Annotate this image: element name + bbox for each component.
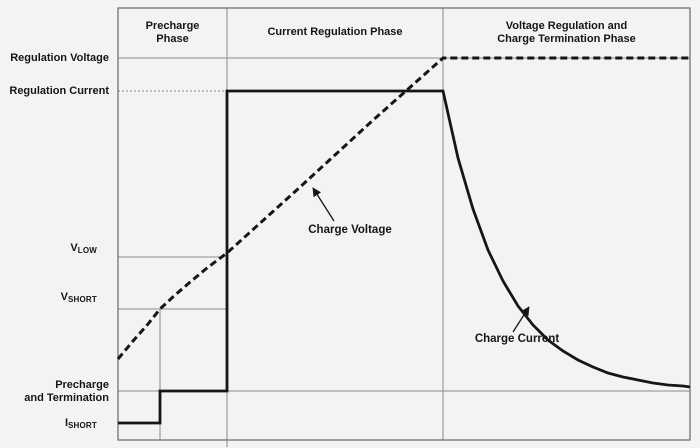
charge-current-arrow: [512, 306, 530, 333]
phase-header-precharge-text: Precharge Phase: [145, 20, 200, 45]
regulation-current-label: Regulation Current: [9, 85, 109, 97]
i-short-symbol: I: [64, 417, 68, 429]
i-short-label: ISHORT: [0, 417, 112, 433]
charge-voltage-arrow: [312, 187, 335, 222]
v-low-label: VLOW: [0, 242, 112, 258]
phase-header-precharge: Precharge Phase: [118, 8, 227, 57]
v-short-symbol: V: [60, 291, 68, 303]
charge-current-curve: [118, 89, 691, 425]
phase-header-voltage-regulation-text: Voltage Regulation and Charge Terminatio…: [497, 20, 636, 45]
phase-header-current-regulation-text: Current Regulation Phase: [267, 26, 403, 39]
phase-header-current-regulation: Current Regulation Phase: [227, 8, 443, 57]
charge-current-label: Charge Current: [474, 333, 560, 345]
v-short-subscript: SHORT: [68, 295, 97, 304]
charge-voltage-label: Charge Voltage: [308, 224, 392, 236]
precharge-termination-label: Precharge and Termination: [0, 379, 112, 404]
v-low-subscript: LOW: [77, 246, 97, 255]
phase-header-voltage-regulation: Voltage Regulation and Charge Terminatio…: [443, 8, 690, 57]
v-low-symbol: V: [70, 242, 78, 254]
i-short-subscript: SHORT: [68, 421, 97, 430]
precharge-termination-line1: Precharge: [55, 379, 109, 391]
regulation-voltage-label: Regulation Voltage: [10, 52, 109, 64]
v-short-label: VSHORT: [0, 291, 112, 307]
plot-border: [117, 7, 691, 441]
precharge-termination-line2: and Termination: [24, 391, 109, 404]
charge-voltage-curve: [116, 56, 690, 360]
